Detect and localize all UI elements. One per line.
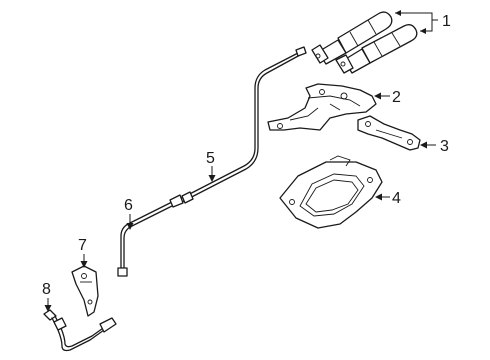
long-hose-line[interactable] — [177, 46, 307, 204]
callout-7-label[interactable]: 7 — [78, 237, 87, 254]
callout-5-arrow — [208, 175, 216, 182]
crossmember-bracket[interactable] — [267, 83, 377, 131]
callout-8-label[interactable]: 8 — [42, 281, 51, 298]
skid-plate[interactable] — [279, 155, 383, 229]
callout-2-label[interactable]: 2 — [392, 89, 401, 106]
shock-absorber-lower — [335, 24, 418, 74]
callout-1-label[interactable]: 1 — [442, 13, 451, 30]
shock-absorber-upper — [311, 11, 393, 65]
mounting-bracket[interactable] — [357, 115, 421, 151]
callout-6-label[interactable]: 6 — [124, 197, 133, 214]
callout-2-arrow — [374, 92, 381, 100]
callout-6-arrow — [126, 223, 134, 230]
callout-8-arrow — [44, 305, 52, 312]
callout-1-arrow-a — [395, 10, 401, 16]
shock-absorber-pair[interactable] — [311, 11, 418, 74]
callout-3-label[interactable]: 3 — [440, 138, 449, 155]
flex-hose[interactable] — [43, 309, 117, 352]
callout-4-arrow — [375, 193, 382, 201]
hose-bracket[interactable] — [71, 265, 99, 317]
callout-5-label[interactable]: 5 — [206, 150, 215, 167]
callout-3-arrow — [420, 141, 427, 149]
callout-7-arrow — [80, 261, 88, 268]
callout-4-label[interactable]: 4 — [392, 190, 401, 207]
callout-1-arrow-b — [420, 28, 426, 34]
